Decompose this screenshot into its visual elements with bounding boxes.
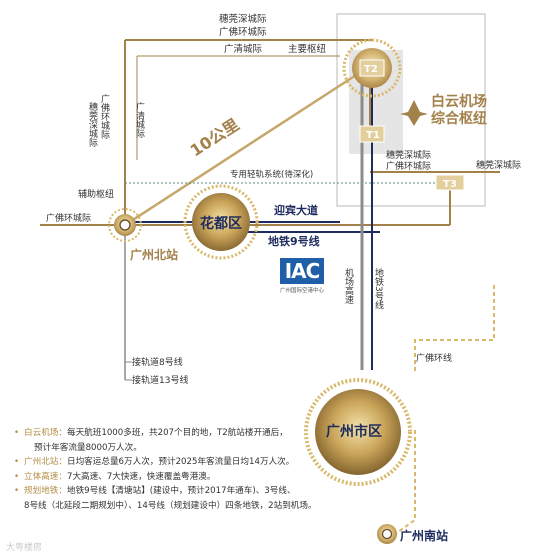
- airport-zone-box: [336, 13, 486, 207]
- city-sphere: [315, 389, 401, 475]
- label-dedicated-rail: 专用轻轨系统(待深化): [230, 169, 313, 180]
- watermark: 大粤楼房: [6, 543, 43, 553]
- label-suiguan-right2: 穗莞深城际: [476, 159, 521, 171]
- rail-station-icon-south: [381, 528, 393, 540]
- city-halo: [304, 378, 412, 486]
- label-guangfo-west: 广佛环城际: [46, 212, 91, 224]
- legend-text: 日均客运总量6万人次，预计2025年客流量日均14万人次。: [66, 457, 295, 467]
- label-guangzhou-south: 广州南站: [400, 528, 448, 543]
- legend-text: 地铁9号线【清塘站】(建设中，预计2017年通车)、3号线、: [66, 486, 296, 496]
- label-guangqing-top: 广清城际: [224, 43, 263, 55]
- t2-hub-halo: [342, 38, 402, 98]
- legend-row-expressways: • 立体高速：7大高速、7大快速，快速覆盖粤港澳。: [14, 470, 434, 485]
- guangfo-ring-dotted: [414, 285, 495, 374]
- label-t2: T2: [364, 64, 378, 75]
- legend-row-metro: • 规划地铁：地铁9号线【清塘站】(建设中，预计2017年通车)、3号线、 8号…: [14, 484, 434, 513]
- label-line13: 接轨道13号线: [132, 374, 188, 386]
- label-line8: 接轨道8号线: [132, 356, 183, 368]
- legend-key: 广州北站：: [24, 457, 67, 467]
- label-metro9: 地铁9号线: [268, 234, 320, 248]
- t3-box: [435, 174, 465, 191]
- label-t1: T1: [366, 130, 380, 141]
- ten-km-diagonal: [124, 64, 371, 227]
- legend-bullet: •: [14, 457, 20, 467]
- label-yingbin: 迎宾大道: [274, 203, 318, 217]
- airplane-icon: [400, 100, 428, 126]
- legend: • 白云机场：每天航班1000多班，共207个目的地，T2航站楼开通后， 预计年…: [14, 426, 434, 513]
- t1-box: [359, 125, 385, 143]
- north-station-halo: [108, 208, 142, 242]
- huadu-halo: [183, 184, 259, 260]
- legend-key: 规划地铁：: [24, 486, 67, 496]
- label-guangfo-left: 广佛环城际: [99, 93, 110, 140]
- label-airport-expressway: 机场高速: [343, 267, 354, 305]
- legend-text: 每天航班1000多班，共207个目的地，T2航站楼开通后，: [66, 428, 288, 438]
- label-main-hub: 主要枢纽: [288, 43, 327, 55]
- huadu-sphere: [192, 193, 250, 251]
- label-guangzhou-city: 广州市区: [326, 423, 382, 440]
- legend-key: 白云机场：: [24, 428, 67, 438]
- label-guangfo-top: 广佛环城际: [219, 26, 267, 38]
- legend-bullet: •: [14, 428, 20, 438]
- legend-key: 立体高速：: [24, 471, 67, 482]
- iac-logo: IAC 广州国际空港中心: [280, 258, 350, 296]
- legend-bullet: •: [14, 486, 20, 496]
- label-suiguan-right1: 穗莞深城际: [386, 149, 431, 161]
- label-guangqing-left: 广清城际: [134, 101, 145, 139]
- label-guangfo-ring: 广佛环线: [416, 352, 452, 364]
- label-guangfo-right1: 广佛环城际: [386, 160, 431, 172]
- rail-station-icon: [119, 219, 131, 231]
- label-baiyun-1: 白云机场: [431, 93, 487, 110]
- label-metro3: 地铁3号线: [373, 267, 384, 310]
- legend-row-north-station: • 广州北站：日均客运总量6万人次，预计2025年客流量日均14万人次。: [14, 455, 434, 470]
- legend-text: 7大高速、7大快速，快速覆盖粤港澳。: [66, 471, 216, 482]
- label-aux-hub: 辅助枢纽: [78, 188, 114, 200]
- label-suiguan-top: 穗莞深城际: [219, 13, 267, 25]
- label-suiguan-left: 穗莞深城际: [87, 101, 98, 148]
- iac-logo-subtitle: 广州国际空港中心: [280, 288, 325, 294]
- iac-logo-letters: IAC: [280, 258, 324, 284]
- legend-continuation: 预计年客流量8000万人次。: [34, 442, 142, 453]
- label-huadu: 花都区: [200, 215, 242, 232]
- legend-continuation: 8号线（北延段二期规划中）、14号线（规划建设中）四条地铁，2站到机场。: [24, 500, 317, 511]
- t2-box: [359, 59, 385, 77]
- label-baiyun-2: 综合枢纽: [431, 110, 487, 127]
- label-t3: T3: [443, 179, 457, 190]
- guangfo-ring-dotted-south: [394, 430, 416, 535]
- label-guangzhou-north: 广州北站: [130, 247, 178, 262]
- legend-row-airport: • 白云机场：每天航班1000多班，共207个目的地，T2航站楼开通后， 预计年…: [14, 426, 434, 455]
- legend-bullet: •: [14, 471, 20, 482]
